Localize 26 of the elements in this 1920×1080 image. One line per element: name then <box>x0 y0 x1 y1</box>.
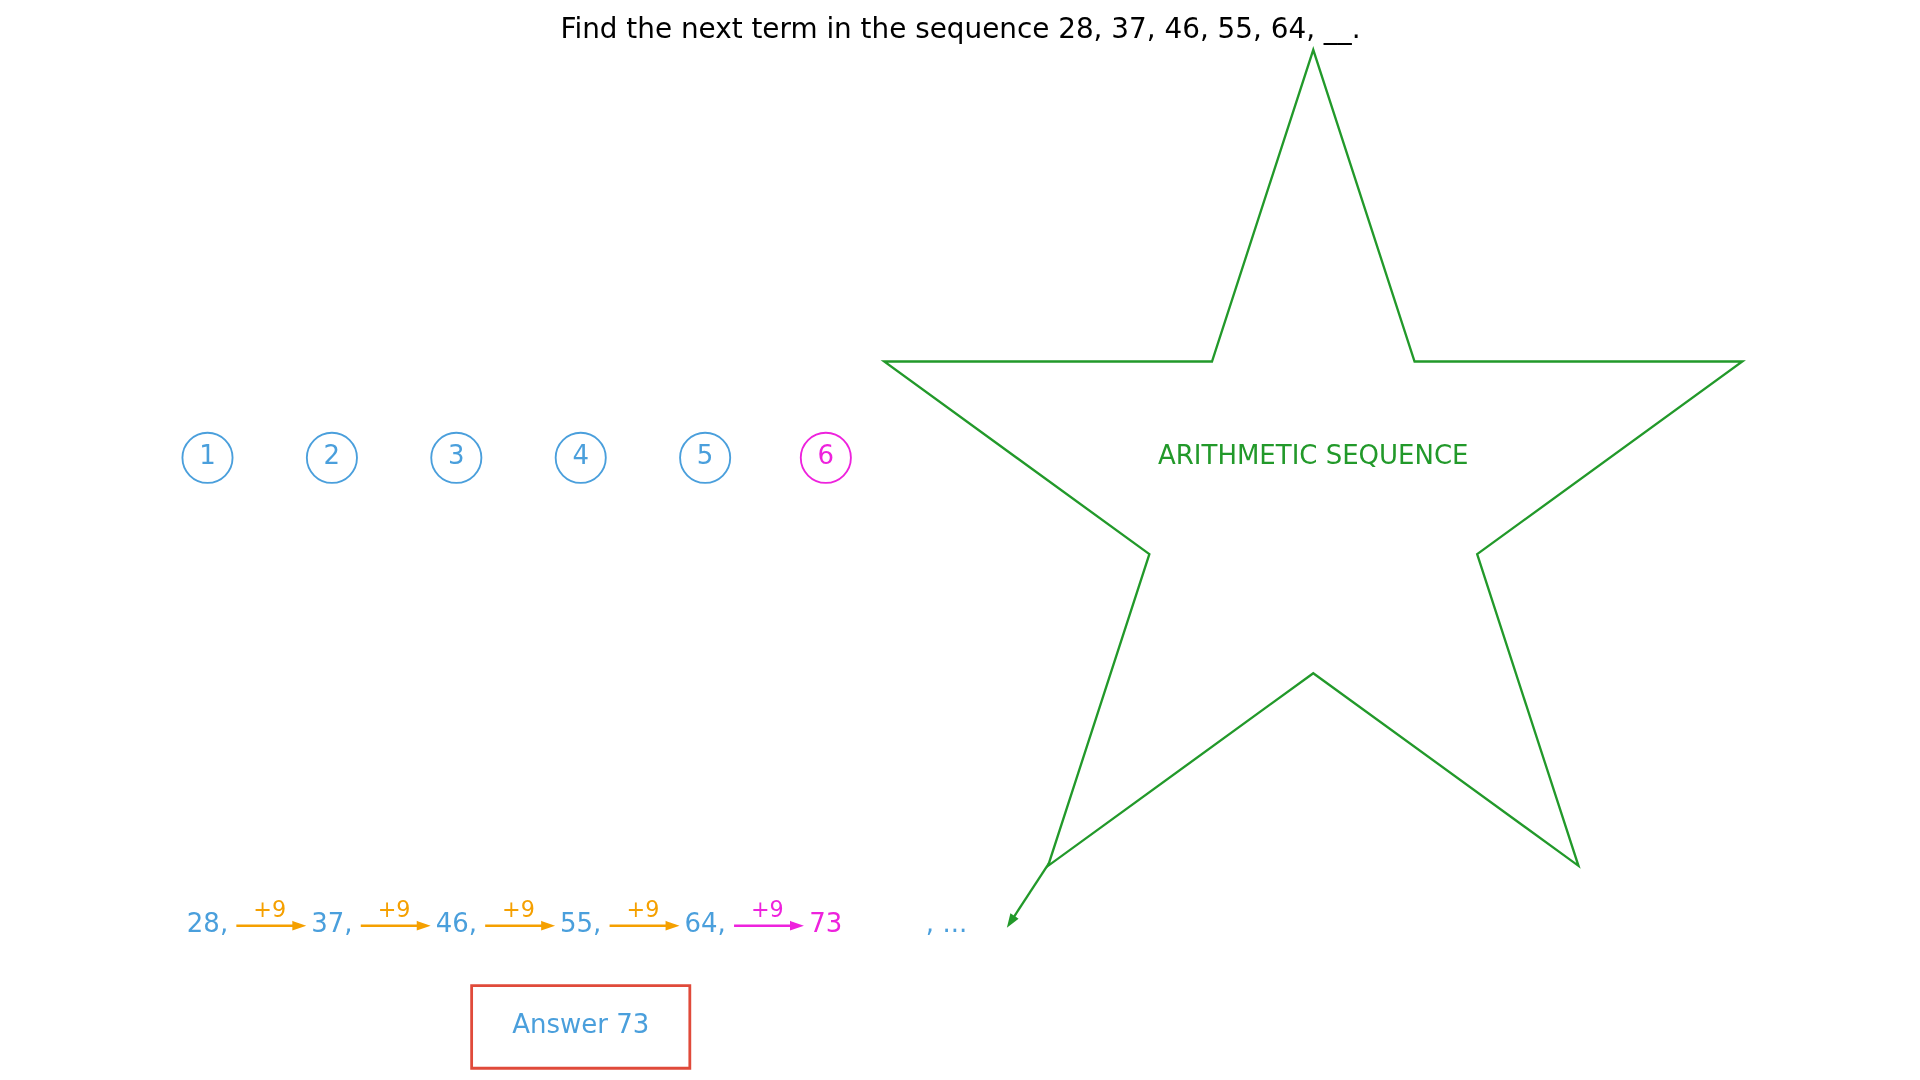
node-text: 64, <box>683 908 726 939</box>
node-text: 28, <box>186 908 228 939</box>
node-text: 55, <box>559 908 601 939</box>
arrow <box>1006 862 1050 928</box>
node-circle: 5 <box>678 431 731 484</box>
diagram-title: Find the next term in the sequence 28, 37, 46, 55, 64, __. <box>559 11 1361 45</box>
arrow <box>484 920 555 931</box>
edge-label: +9 <box>252 895 286 922</box>
node-circle: 3 <box>429 431 482 484</box>
edge-label: +9 <box>377 895 411 922</box>
node-circle: 6 <box>799 431 852 484</box>
node-box: Answer 73 <box>469 984 691 1070</box>
arrow <box>609 920 680 931</box>
edge-label: +9 <box>501 895 535 922</box>
node-text: 37, <box>310 908 353 939</box>
arrow <box>733 920 804 931</box>
edge-label: +9 <box>750 895 784 922</box>
label: , ... <box>925 908 967 939</box>
edge-label: +9 <box>626 895 659 922</box>
node-circle: 4 <box>554 431 607 484</box>
arrow <box>360 920 431 931</box>
arrow <box>235 920 306 931</box>
node-circle: 2 <box>305 431 358 484</box>
node-text: 73 <box>808 908 842 939</box>
node-text: 46, <box>435 908 477 939</box>
node-circle: 1 <box>181 431 233 484</box>
